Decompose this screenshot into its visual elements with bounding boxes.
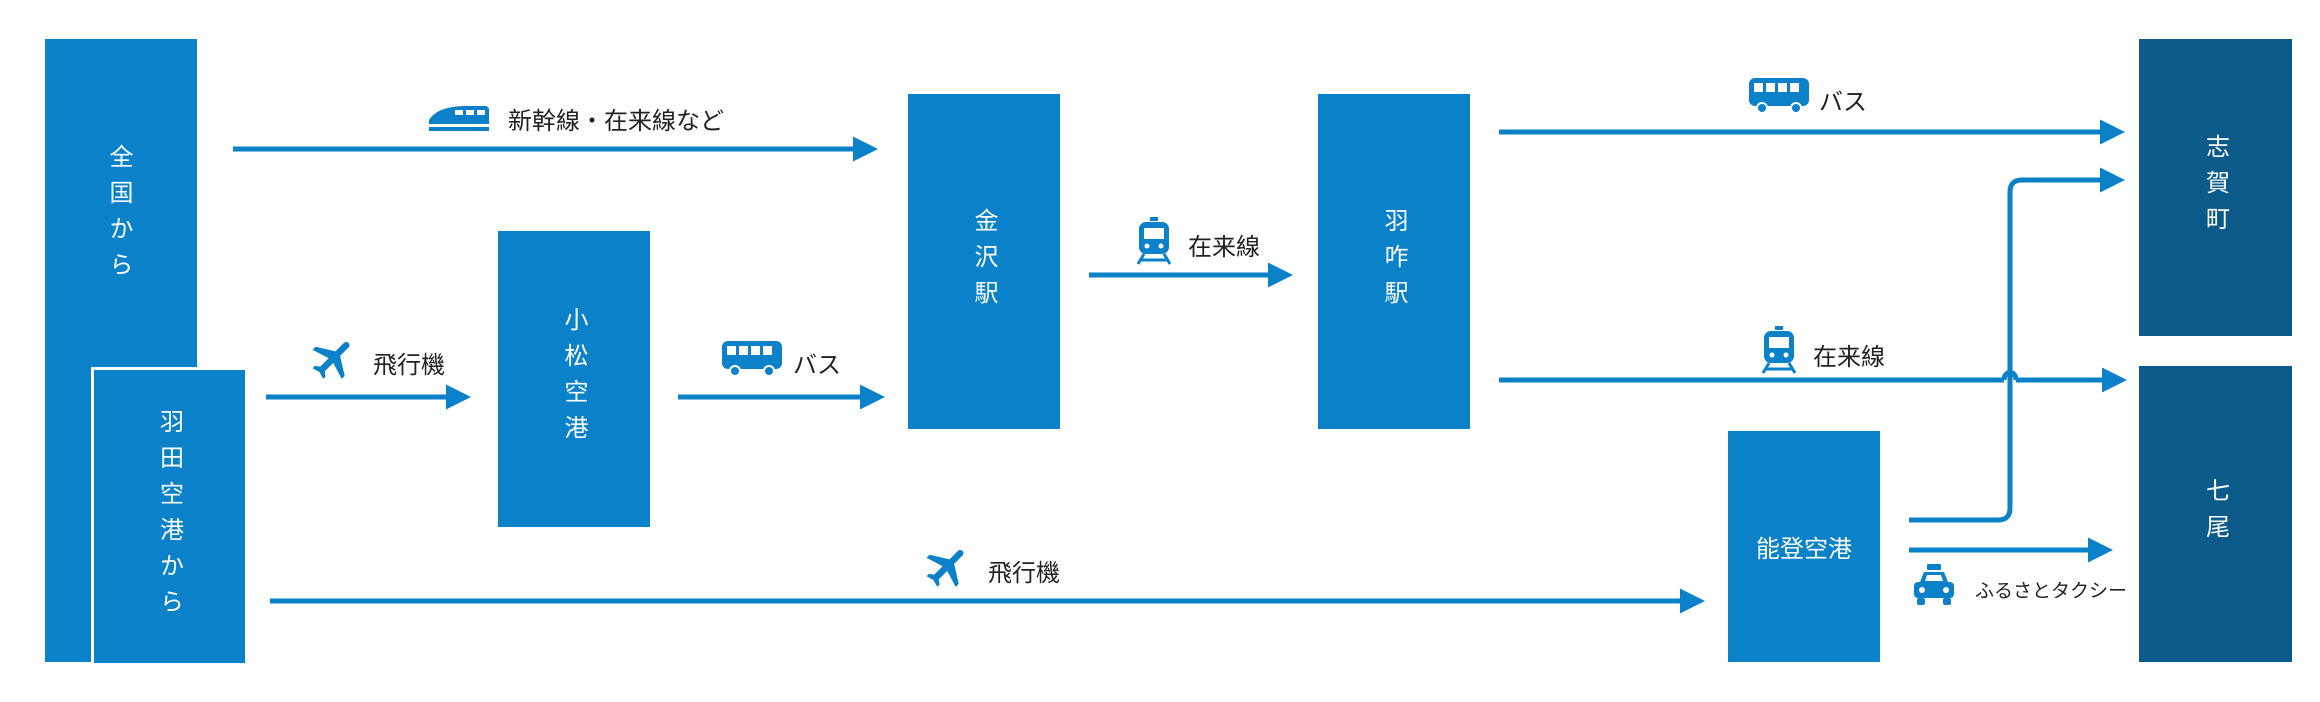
node-kanazawa-label: 金沢駅 <box>970 207 998 316</box>
node-shika-label: 志賀町 <box>2201 133 2230 242</box>
node-haneda: 羽田空港から <box>91 367 245 663</box>
node-shika: 志賀町 <box>2139 39 2292 336</box>
label-zairaisen-1: 在来線 <box>1188 233 1260 261</box>
train-icon <box>1761 326 1797 374</box>
node-haneda-label: 羽田空港から <box>155 408 184 625</box>
node-kanazawa: 金沢駅 <box>908 94 1060 429</box>
taxi-icon <box>1914 564 1954 605</box>
node-noto-label: 能登空港 <box>1756 535 1852 563</box>
shinkansen-icon <box>429 106 489 131</box>
label-taxi: ふるさとタクシー <box>1975 580 2128 602</box>
node-hakui-label: 羽咋駅 <box>1380 207 1408 316</box>
bus-icon <box>1749 78 1809 114</box>
node-nanao: 七尾 <box>2139 366 2292 662</box>
node-hakui: 羽咋駅 <box>1318 94 1470 429</box>
node-komatsu: 小松空港 <box>498 231 650 527</box>
airplane-icon <box>312 341 350 379</box>
arrow-noto-to-shika <box>1909 167 2125 523</box>
label-hikouki-2: 飛行機 <box>988 559 1060 587</box>
label-bus-1: バス <box>793 351 841 379</box>
node-noto: 能登空港 <box>1728 431 1880 662</box>
node-komatsu-label: 小松空港 <box>560 307 588 451</box>
airplane-icon <box>926 549 964 587</box>
label-bus-2: バス <box>1819 88 1867 116</box>
train-icon <box>1136 217 1172 265</box>
label-zairaisen-2: 在来線 <box>1813 343 1885 371</box>
bus-icon <box>722 341 782 377</box>
label-hikouki-1: 飛行機 <box>373 351 445 379</box>
node-nanao-label: 七尾 <box>2201 478 2230 550</box>
label-shinkansen: 新幹線・在来線など <box>508 107 724 135</box>
node-zenkoku-label: 全国から <box>105 144 133 288</box>
